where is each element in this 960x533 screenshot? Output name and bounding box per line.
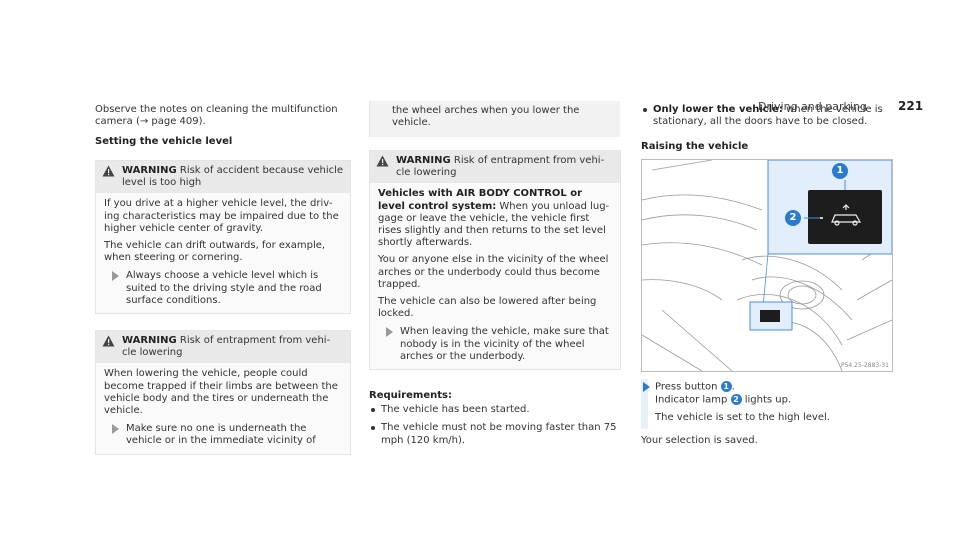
step-result: The vehicle is set to the high level. (655, 412, 830, 424)
step-arrow-icon (386, 327, 393, 338)
continuation-text: the wheel arches when you lower the vehi… (392, 105, 580, 129)
step-text: lights up. (744, 394, 792, 406)
action-step: Always choose a vehicle level which is s… (104, 270, 342, 307)
step-highlight (641, 379, 648, 429)
warning-paragraph: The vehicle can also be lowered after be… (378, 296, 597, 320)
footer-text: Your selection is saved. (641, 434, 758, 446)
warning-paragraph: If you drive at a higher vehicle level, … (104, 198, 339, 234)
warning-paragraph: When lowering the vehicle, people could … (104, 368, 338, 417)
warning-box-air-body: WARNING Risk of entrapment from vehi- cl… (369, 150, 621, 371)
warning-label: WARNING (122, 335, 177, 346)
console-drawing (642, 160, 892, 371)
vehicle-lift-icon (831, 204, 862, 226)
warning-header: WARNING Risk of entrapment from vehi- cl… (370, 151, 620, 184)
callout-1-badge: 1 (832, 163, 848, 179)
bullet-item: Only lower the vehicle: when the vehicle… (641, 104, 896, 128)
warning-label: WARNING (396, 155, 451, 166)
warning-title: Risk of accident because vehicle level i… (122, 165, 344, 189)
bullet-bold: Only lower the vehicle: (653, 104, 783, 115)
warning-continuation: the wheel arches when you lower the vehi… (369, 101, 620, 137)
warning-label: WARNING (122, 165, 177, 176)
warning-box-entrapment: WARNING Risk of entrapment from vehi- cl… (95, 330, 351, 455)
requirement-item: The vehicle must not be moving faster th… (369, 422, 619, 446)
page-number: 221 (898, 99, 924, 113)
section-heading: Setting the vehicle level (95, 136, 233, 148)
callout-2-badge: 2 (785, 210, 801, 226)
action-step: When leaving the vehicle, make sure that… (378, 326, 612, 363)
warning-header: WARNING Risk of accident because vehicle… (96, 161, 350, 194)
raise-step: Press button 1. Indicator lamp 2 lights … (641, 381, 896, 447)
callout-2-inline: 2 (730, 393, 742, 405)
intro-text: Observe the notes on cleaning the multif… (95, 104, 338, 128)
step-text: Always choose a vehicle level which is s… (126, 270, 322, 306)
image-reference: P54.25-2883-31 (840, 362, 889, 369)
bullet-text: when the vehicle is stationary, all the … (653, 104, 883, 128)
warning-paragraph: When you unload lug- gage or leave the v… (378, 200, 610, 249)
callout-1-inline: 1 (720, 381, 732, 392)
step-text: When leaving the vehicle, make sure that… (400, 326, 609, 362)
warning-paragraph: The vehicle can drift outwards, for exam… (104, 240, 326, 264)
step-text: Make sure no one is underneath the vehic… (126, 423, 316, 447)
warning-body: If you drive at a higher vehicle level, … (96, 193, 350, 314)
warning-paragraph: You or anyone else in the vicinity of th… (378, 254, 609, 290)
warning-title: Risk of entrapment from vehi- cle loweri… (122, 335, 331, 359)
warning-body: When lowering the vehicle, people could … (96, 363, 350, 454)
section-title: Driving and parking (758, 100, 867, 113)
step-arrow-icon (112, 271, 119, 282)
warning-body: Vehicles with AIR BODY CONTROL or level … (370, 183, 620, 370)
warning-header: WARNING Risk of entrapment from vehi- cl… (96, 331, 350, 364)
vehicle-console-illustration: 1 2 P54.25-2883-31 (641, 159, 893, 372)
step-arrow-icon (643, 382, 650, 392)
column-1: Observe the notes on cleaning the multif… (95, 104, 350, 149)
step-text: Indicator lamp (655, 394, 728, 406)
requirements-section: Requirements: The vehicle has been start… (369, 390, 619, 447)
warning-icon (102, 335, 115, 347)
warning-icon (376, 155, 389, 167)
requirements-label: Requirements: (369, 390, 452, 401)
step-text: Press button (655, 381, 718, 393)
warning-title: Risk of entrapment from vehi- cle loweri… (396, 155, 605, 179)
warning-icon (102, 165, 115, 177)
section-heading: Raising the vehicle (641, 141, 749, 153)
column-3: Only lower the vehicle: when the vehicle… (641, 104, 896, 154)
warning-subhead: Vehicles with AIR BODY CONTROL or level … (378, 188, 583, 212)
requirement-item: The vehicle has been started. (369, 404, 619, 416)
step-arrow-icon (112, 424, 119, 435)
warning-box-accident: WARNING Risk of accident because vehicle… (95, 160, 351, 315)
action-step: Make sure no one is underneath the vehic… (104, 423, 342, 447)
